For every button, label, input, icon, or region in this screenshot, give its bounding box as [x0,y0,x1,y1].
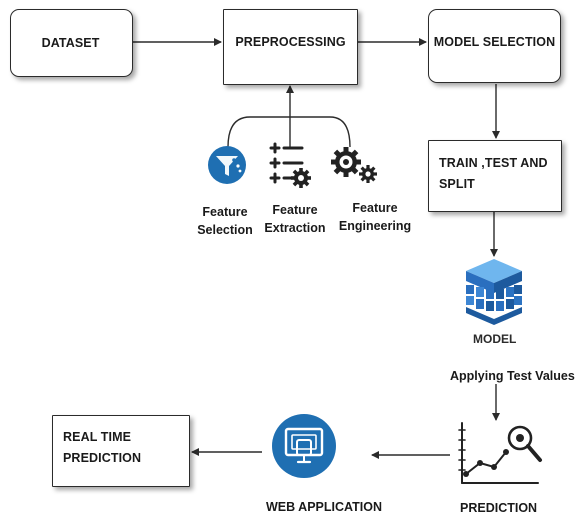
dataset-box: DATASET [10,9,133,77]
feature-engineering-line2: Engineering [338,219,412,234]
preprocessing-box: PREPROCESSING [223,9,358,85]
feature-extraction-line1: Feature [272,203,318,217]
feature-selection-label: Feature Selection [190,203,260,239]
feature-engineering-line1: Feature [352,201,398,215]
real-time-line2: PREDICTION [63,451,142,465]
feature-extraction-line2: Extraction [264,221,326,236]
real-time-line1: REAL TIME [63,429,132,444]
real-time-prediction-box: REAL TIME PREDICTION [52,415,190,487]
real-time-prediction-label: REAL TIME PREDICTION [63,427,141,470]
model-selection-label: MODEL SELECTION [433,35,556,49]
train-test-split-label: TRAIN ,TEST AND SPLIT [439,153,548,196]
feature-extraction-label: Feature Extraction [258,201,332,237]
train-test-split-line1: TRAIN ,TEST AND [439,155,548,170]
model-selection-box: MODEL SELECTION [428,9,561,83]
feature-selection-line1: Feature [202,205,248,219]
applying-test-values-label: Applying Test Values [450,369,575,383]
feature-selection-line2: Selection [197,223,253,238]
train-test-split-line2: SPLIT [439,177,475,191]
web-application-label: WEB APPLICATION [266,500,382,514]
prediction-label: PREDICTION [460,501,538,515]
train-test-split-box: TRAIN ,TEST AND SPLIT [428,140,562,212]
feature-engineering-label: Feature Engineering [330,199,420,235]
model-label: MODEL [473,332,517,346]
dataset-label: DATASET [41,36,100,50]
preprocessing-label: PREPROCESSING [235,35,346,49]
